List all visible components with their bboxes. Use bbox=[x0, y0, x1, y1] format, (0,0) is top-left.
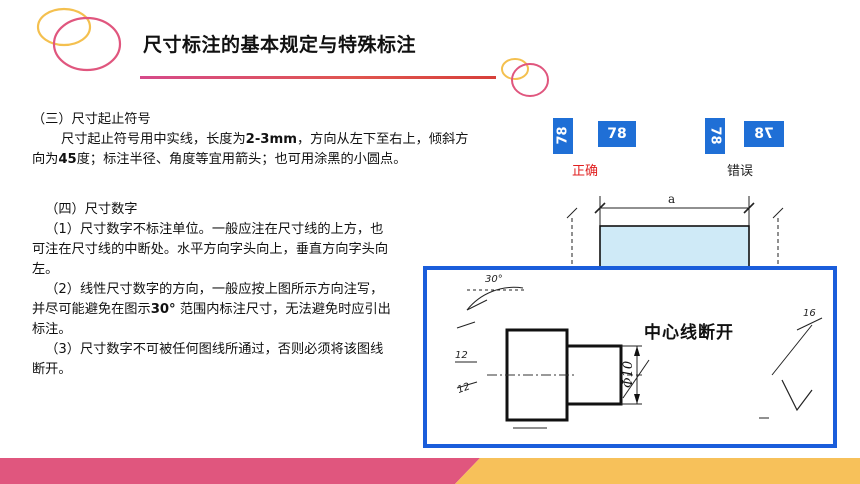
section4-block: （四）尺寸数字 （1）尺寸数字不标注单位。一般应注在尺寸线的上方，也可注在尺寸线… bbox=[32, 200, 392, 380]
yellow-ring bbox=[36, 7, 92, 47]
item2-number: （2） bbox=[45, 282, 80, 297]
chip-correct-horizontal: 78 bbox=[598, 121, 636, 147]
chip-value: 78 bbox=[707, 126, 723, 145]
dim-mark bbox=[456, 381, 478, 389]
dim-12-label: 12 bbox=[456, 381, 472, 396]
section3-length: 2-3mm bbox=[245, 132, 297, 147]
shape-outline bbox=[781, 379, 813, 412]
tick-mark bbox=[594, 202, 606, 214]
dim-mark bbox=[456, 321, 476, 329]
tick-mark bbox=[566, 207, 578, 219]
dim-label-a: a bbox=[668, 192, 675, 206]
item2-text-a: 线性尺寸数字的方向，一般应按上图所示方向注写，并尽可能避免在图示 bbox=[32, 282, 384, 317]
angle-label: 30° bbox=[485, 274, 503, 285]
title-underline bbox=[140, 76, 496, 79]
arrow-head bbox=[634, 394, 640, 404]
chip-wrong-horizontal: 78 bbox=[744, 121, 784, 147]
dim-12-label: 12 bbox=[455, 350, 468, 361]
callout-centerline-break: 中心线断开 bbox=[644, 323, 734, 343]
dimension-drawing-a: a bbox=[566, 192, 784, 268]
section3-text-a: 尺寸起止符号用中实线，长度为 bbox=[61, 132, 246, 147]
angle-ray bbox=[466, 299, 488, 311]
tick-mark bbox=[772, 207, 784, 219]
technical-drawing: 30° 12 12 Φ10 16 bbox=[455, 274, 823, 429]
dim-16-label: 16 bbox=[803, 308, 816, 319]
item1-number: （1） bbox=[45, 222, 80, 237]
bar-yellow bbox=[455, 458, 860, 484]
section4-item3: （3）尺寸数字不可被任何图线所通过，否则必须将该图线断开。 bbox=[32, 340, 392, 380]
section4-item2: （2）线性尺寸数字的方向，一般应按上图所示方向注写，并尽可能避免在图示30° 范… bbox=[32, 280, 392, 340]
item2-angle: 30° bbox=[150, 302, 176, 317]
chip-value: 78 bbox=[754, 126, 774, 142]
item1-text: 尺寸数字不标注单位。一般应注在尺寸线的上方，也可注在尺寸线的中断处。水平方向字头… bbox=[32, 222, 389, 277]
angle-arc bbox=[466, 286, 524, 311]
chip-correct-vertical: 78 bbox=[553, 118, 573, 154]
dimensioned-rect bbox=[599, 225, 750, 268]
figure-dimension-rules: 30° 12 12 Φ10 16 bbox=[423, 266, 837, 448]
dim-line bbox=[771, 324, 813, 376]
section4-item1: （1）尺寸数字不标注单位。一般应注在尺寸线的上方，也可注在尺寸线的中断处。水平方… bbox=[32, 220, 392, 280]
shaft-small bbox=[565, 344, 623, 406]
section3-text-b: ，方向从左下至右上，倾斜方向为 bbox=[32, 132, 469, 167]
bottom-decor-bar bbox=[0, 458, 860, 484]
section3-angle: 45 bbox=[58, 152, 77, 167]
leader-line bbox=[622, 359, 650, 399]
arrow-head bbox=[634, 346, 640, 356]
item3-text: 尺寸数字不可被任何图线所通过，否则必须将该图线断开。 bbox=[32, 342, 384, 377]
chip-wrong-vertical: 78 bbox=[705, 118, 725, 154]
pink-ring bbox=[52, 16, 122, 72]
label-correct: 正确 bbox=[572, 164, 599, 179]
label-wrong: 错误 bbox=[727, 164, 754, 179]
tick-mark bbox=[743, 202, 755, 214]
chip-value: 78 bbox=[555, 126, 571, 145]
section3-block: （三）尺寸起止符号 尺寸起止符号用中实线，长度为2-3mm，方向从左下至右上，倾… bbox=[32, 110, 472, 170]
diameter-label: Φ10 bbox=[621, 361, 636, 388]
page-title: 尺寸标注的基本规定与特殊标注 bbox=[143, 34, 417, 56]
item3-number: （3） bbox=[45, 342, 80, 357]
bar-pink bbox=[0, 458, 480, 484]
section3-heading: （三）尺寸起止符号 bbox=[32, 112, 151, 127]
section3-body: 尺寸起止符号用中实线，长度为2-3mm，方向从左下至右上，倾斜方向为45度；标注… bbox=[32, 130, 472, 170]
small-pink-ring bbox=[511, 63, 549, 97]
small-yellow-ring bbox=[501, 58, 529, 80]
item2-text-b: 范围内标注尺寸，无法避免时应引出标注。 bbox=[32, 302, 391, 337]
dim-line bbox=[796, 317, 823, 331]
section4-heading: （四）尺寸数字 bbox=[45, 202, 138, 217]
section3-text-c: 度；标注半径、角度等宜用箭头；也可用涂黑的小圆点。 bbox=[76, 152, 407, 167]
